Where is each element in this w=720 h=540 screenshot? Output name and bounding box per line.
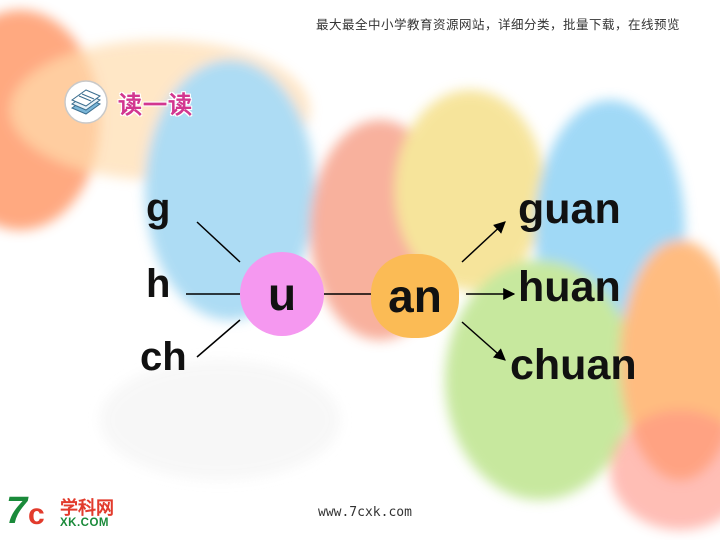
medial-label: u bbox=[267, 268, 297, 320]
logo-name-cn: 学科网 bbox=[60, 498, 114, 519]
initial-g: g bbox=[146, 186, 171, 230]
final-label: an bbox=[388, 270, 442, 322]
section-title: 读一读 bbox=[118, 90, 193, 119]
final-circle: an bbox=[371, 254, 459, 338]
initial-ch: ch bbox=[140, 335, 187, 379]
result-huan: huan bbox=[518, 263, 621, 311]
initial-h: h bbox=[146, 262, 171, 306]
book-icon bbox=[64, 80, 108, 124]
logo-mark-seven: 7 bbox=[6, 490, 28, 532]
site-tagline: 最大最全中小学教育资源网站，详细分类，批量下载，在线预览 bbox=[315, 17, 680, 32]
section-header: 读一读 bbox=[64, 80, 193, 124]
logo-mark-c: c bbox=[28, 498, 45, 531]
result-guan: guan bbox=[518, 185, 621, 233]
site-logo[interactable]: 7 c 学科网 XK.COM bbox=[6, 490, 142, 534]
logo-name-en: XK.COM bbox=[60, 517, 109, 529]
result-chuan: chuan bbox=[510, 341, 637, 389]
footer-url-link[interactable]: www.7cxk.com bbox=[318, 505, 412, 520]
medial-circle: u bbox=[240, 252, 324, 336]
